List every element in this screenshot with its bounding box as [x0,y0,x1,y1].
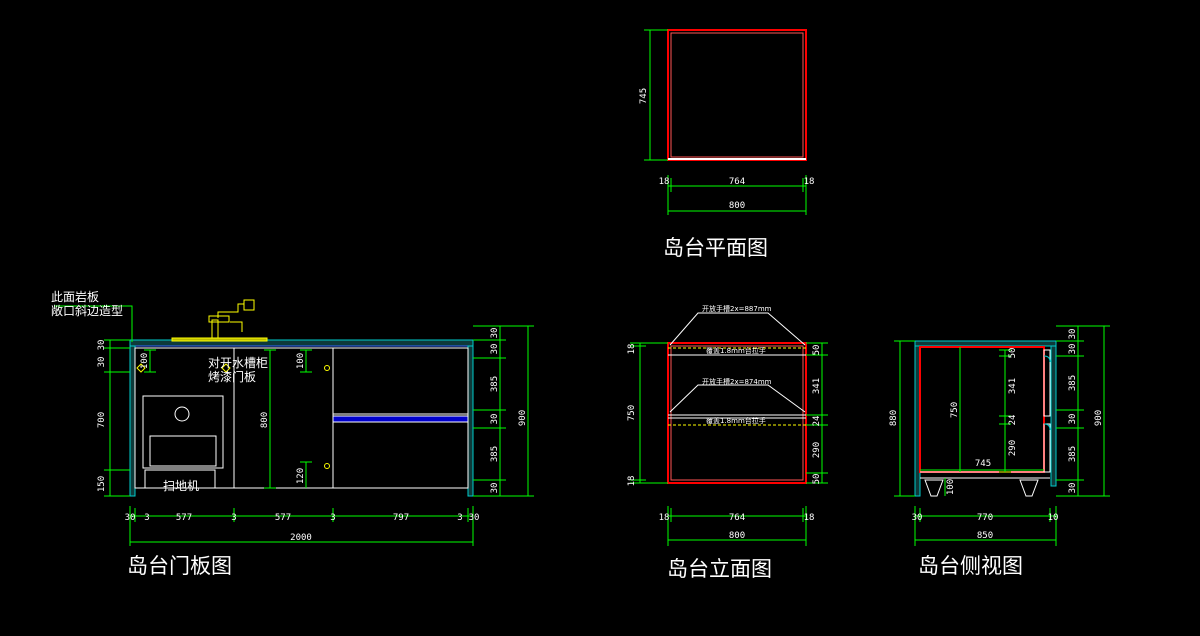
plan-view-title: 岛台平面图 [663,236,768,260]
side-inner-dim-2: 50 [1008,348,1018,359]
side-right-dim-6: 30 [1068,483,1078,494]
door-bottom-dim-7: 797 [393,513,409,523]
door-bottom-dim-6: 3 [330,513,335,523]
sink-note-line1: 对开水槽柜 [208,356,269,370]
plan-inner-rect [670,32,804,158]
door-bottom-dim-1: 30 [125,513,136,523]
side-inner-dim-3: 341 [1008,378,1018,394]
front-left-dim-3: 18 [627,476,637,487]
front-outer-rect [667,342,807,484]
plan-dim-right: 18 [804,177,815,187]
side-countertop [914,340,1057,347]
door-right-dim-5: 385 [490,446,500,462]
front-view: 18 750 18 50 341 24 290 50 18 764 18 [627,312,828,546]
stone-note-line2: 敞口斜边造型 [51,304,124,318]
door-inner-dim-2: 100 [296,353,306,369]
plan-dim-total: 800 [729,201,745,211]
stone-note: 此面岩板 敞口斜边造型 [51,290,123,318]
door-left-dim-2: 30 [97,357,107,368]
door-bottom-total: 2000 [290,533,312,543]
plan-height-label: 745 [639,88,649,104]
front-right-dim-1: 50 [812,345,822,356]
door-left-dim-1: 30 [97,340,107,351]
side-bottom-dim-3: 10 [1048,513,1059,523]
side-right-dim-5: 385 [1068,446,1078,462]
side-right-total: 900 [1094,410,1104,426]
side-cabinet-body [919,346,1045,473]
front-view-title: 岛台立面图 [667,557,772,581]
door-right-dim-1: 30 [490,328,500,339]
handle-top-note: 开放手槽2x=887mm [702,305,772,313]
plan-outer-rect [667,29,807,161]
sink-note: 对开水槽柜 烤漆门板 [208,356,268,384]
side-bottom-dim-1: 30 [912,513,923,523]
front-right-dim-4: 290 [812,442,822,458]
side-inner-dim-1: 750 [950,402,960,418]
front-right-dim-2: 341 [812,378,822,394]
door-right-dim-6: 30 [490,483,500,494]
cover-top-note: 覆盖1.8mm台拉手 [706,347,766,355]
plan-dim-left: 18 [659,177,670,187]
side-view: 750 50 341 24 290 100 745 880 30 30 385 … [889,325,1110,546]
door-inner-dim-1: 100 [140,353,150,369]
side-inner-dim-7: 745 [975,459,991,469]
door-bottom-dim-5: 577 [275,513,291,523]
side-right-dim-4: 30 [1068,414,1078,425]
door-right-dim-4: 30 [490,414,500,425]
front-left-dim-2: 750 [627,405,637,421]
faucet-icon [171,299,268,342]
door-bottom-dim-3: 577 [176,513,192,523]
door-right-total: 900 [518,410,528,426]
door-drawer-band [332,415,469,423]
cover-bottom-note: 覆盖1.8mm台拉手 [706,417,766,425]
door-bottom-dim-9: 30 [469,513,480,523]
door-view-title: 岛台门板图 [127,554,232,578]
door-inner-dim-3: 800 [260,412,270,428]
door-bottom-dim-2: 3 [144,513,149,523]
robot-vacuum-label: 扫地机 [163,479,200,493]
door-inner-dim-5: 120 [296,468,306,484]
side-inner-dim-5: 290 [1008,440,1018,456]
front-right-dim-5: 50 [812,474,822,485]
side-left-dim: 880 [889,410,899,426]
front-bottom-dim-3: 18 [804,513,815,523]
side-inner-dim-4: 24 [1008,415,1018,426]
side-view-title: 岛台侧视图 [918,554,1023,578]
door-robot-box [142,395,224,469]
side-right-dim-1: 30 [1068,329,1078,340]
stone-note-line1: 此面岩板 [51,290,100,304]
front-bottom-dim-1: 18 [659,513,670,523]
side-right-dim-3: 385 [1068,375,1078,391]
front-bottom-dim-2: 764 [729,513,745,523]
door-right-side-panel [467,345,474,497]
door-left-side-panel [129,345,136,497]
door-left-dim-3: 700 [97,412,107,428]
front-left-dim-1: 18 [627,344,637,355]
sink-note-line2: 烤漆门板 [208,370,257,384]
plan-dim-mid: 764 [729,177,745,187]
side-bottom-dim-2: 770 [977,513,993,523]
door-right-dim-3: 385 [490,376,500,392]
side-inner-dim-6: 100 [946,479,956,495]
door-bottom-dim-4: 3 [231,513,236,523]
plan-view: 745 18 764 18 800 [639,29,815,215]
side-bottom-total: 850 [977,531,993,541]
handle-bottom-note: 开放手槽2x=874mm [702,378,772,386]
door-left-dim-4: 150 [97,476,107,492]
door-view: 100 100 800 120 30 30 700 150 30 [54,299,534,546]
door-bottom-dim-8: 3 [457,513,462,523]
front-right-dim-3: 24 [812,416,822,427]
front-bottom-total: 800 [729,531,745,541]
side-right-dim-2: 30 [1068,344,1078,355]
door-right-dim-2: 30 [490,344,500,355]
